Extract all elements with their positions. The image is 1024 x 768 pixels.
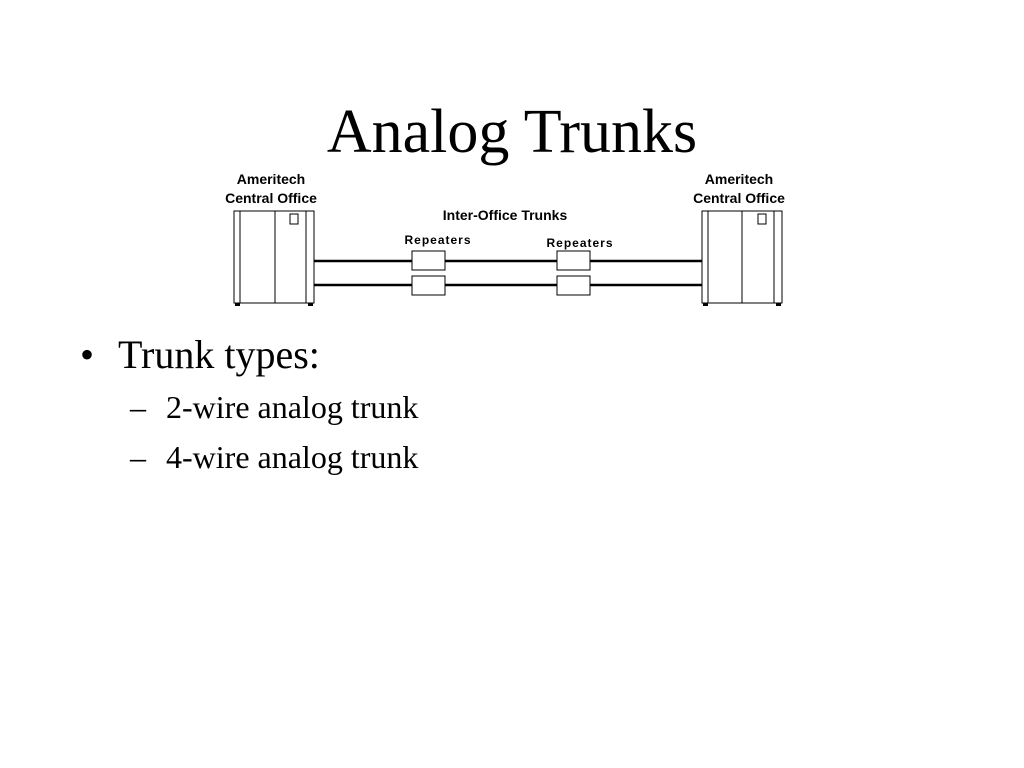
sub-bullet-text: 4-wire analog trunk [166, 439, 419, 475]
sub-bullet-4-wire: – 4-wire analog trunk [118, 432, 980, 482]
right-office-label-line1: Ameritech [705, 171, 773, 187]
repeater-box-right-upper [556, 250, 591, 271]
sub-bullet-marker: – [130, 439, 146, 475]
sub-bullet-text: 2-wire analog trunk [166, 389, 419, 425]
sub-bullet-2-wire: – 2-wire analog trunk [118, 382, 980, 432]
left-office-switch-icon [233, 210, 315, 306]
right-office-label-line2: Central Office [693, 190, 785, 206]
sub-bullet-marker: – [130, 389, 146, 425]
repeater-box-left-lower [411, 275, 446, 296]
right-office-switch-icon [701, 210, 783, 306]
left-office-label-line1: Ameritech [237, 171, 305, 187]
bullet-list: • Trunk types: – 2-wire analog trunk – 4… [80, 332, 980, 482]
repeater-box-left-upper [411, 250, 446, 271]
left-office-label-line2: Central Office [225, 190, 317, 206]
bullet-trunk-types: • Trunk types: – 2-wire analog trunk – 4… [80, 332, 980, 482]
sub-bullet-list: – 2-wire analog trunk – 4-wire analog tr… [118, 382, 980, 482]
trunk-diagram: Ameritech Central Office Ameritech Centr… [225, 171, 785, 306]
slide-title: Analog Trunks [326, 98, 698, 166]
repeater-left-label: Repeaters [404, 233, 471, 247]
trunk-label: Inter-Office Trunks [443, 207, 568, 223]
bullet-text: Trunk types: [118, 332, 320, 377]
repeater-box-right-lower [556, 275, 591, 296]
bullet-marker: • [80, 332, 95, 377]
repeater-right-label: Repeaters [546, 236, 613, 250]
